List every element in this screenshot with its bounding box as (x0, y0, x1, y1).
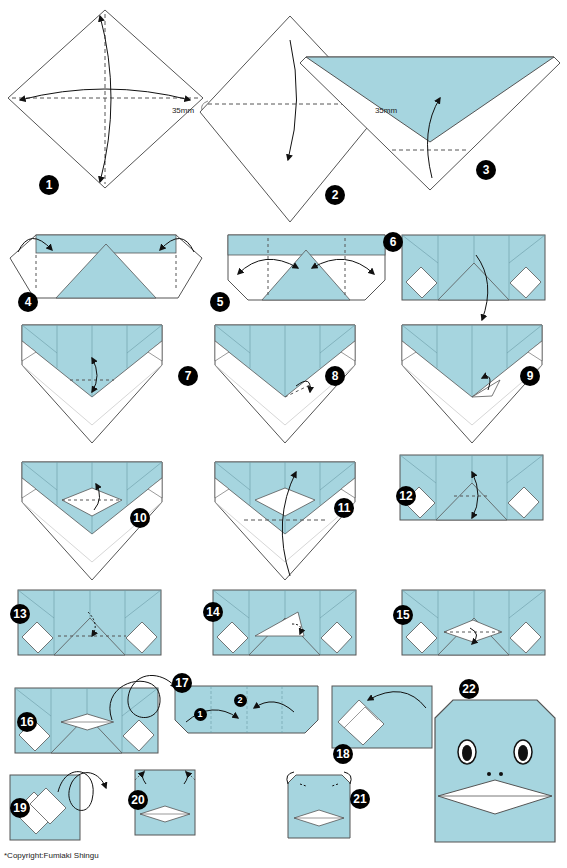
step-number: 3 (476, 160, 496, 180)
step-number-text: 1 (197, 710, 202, 719)
step-number: 15 (393, 605, 413, 625)
step-number-text: 20 (131, 794, 144, 806)
step-number-text: 3 (483, 164, 490, 176)
step-number: 1 (39, 175, 59, 195)
step-number: 2 (234, 694, 247, 707)
step-number: 21 (350, 789, 370, 809)
step-number-text: 13 (13, 608, 26, 620)
step-number: 17 (172, 673, 192, 693)
step-number-text: 5 (217, 296, 224, 308)
step-number: 19 (10, 798, 30, 818)
step-number: 18 (333, 744, 353, 764)
step-number: 16 (17, 712, 37, 732)
step-number-text: 19 (13, 802, 26, 814)
step-number-text: 6 (390, 236, 397, 248)
step-number-text: 2 (332, 189, 339, 201)
step-number: 9 (520, 366, 540, 386)
step-number-text: 8 (332, 370, 339, 382)
step-number: 6 (383, 232, 403, 252)
copyright-note: *Copyright:Fumiaki Shingu (4, 852, 99, 860)
step-number: 12 (396, 486, 416, 506)
step-number: 7 (178, 366, 198, 386)
step-number-text: 1 (46, 179, 53, 191)
dimension-label: 35mm (375, 107, 397, 115)
step-number: 13 (10, 604, 30, 624)
step-number: 1 (194, 708, 207, 721)
step-number: 11 (334, 498, 354, 518)
step-number: 8 (325, 366, 345, 386)
step-number-text: 11 (338, 502, 351, 514)
step-number: 14 (203, 602, 223, 622)
step-number-text: 17 (175, 677, 188, 689)
step-number-text: 15 (396, 609, 409, 621)
step-number-text: 9 (527, 370, 534, 382)
step-number-text: 22 (462, 683, 475, 695)
step-number: 22 (459, 679, 479, 699)
step-number-text: 2 (237, 696, 242, 705)
step-number-text: 10 (133, 512, 146, 524)
step-number: 5 (210, 292, 230, 312)
step-number: 2 (325, 185, 345, 205)
step-number-text: 16 (20, 716, 33, 728)
step-number-text: 7 (185, 370, 192, 382)
step-number-text: 14 (206, 606, 219, 618)
step-number: 20 (128, 790, 148, 810)
step-number: 10 (130, 508, 150, 528)
step-number-text: 12 (399, 490, 412, 502)
dimension-label: 35mm (172, 107, 194, 115)
step-number-text: 18 (336, 748, 349, 760)
step-number-text: 21 (353, 793, 366, 805)
step-number: 4 (18, 292, 38, 312)
step-number-text: 4 (25, 296, 32, 308)
